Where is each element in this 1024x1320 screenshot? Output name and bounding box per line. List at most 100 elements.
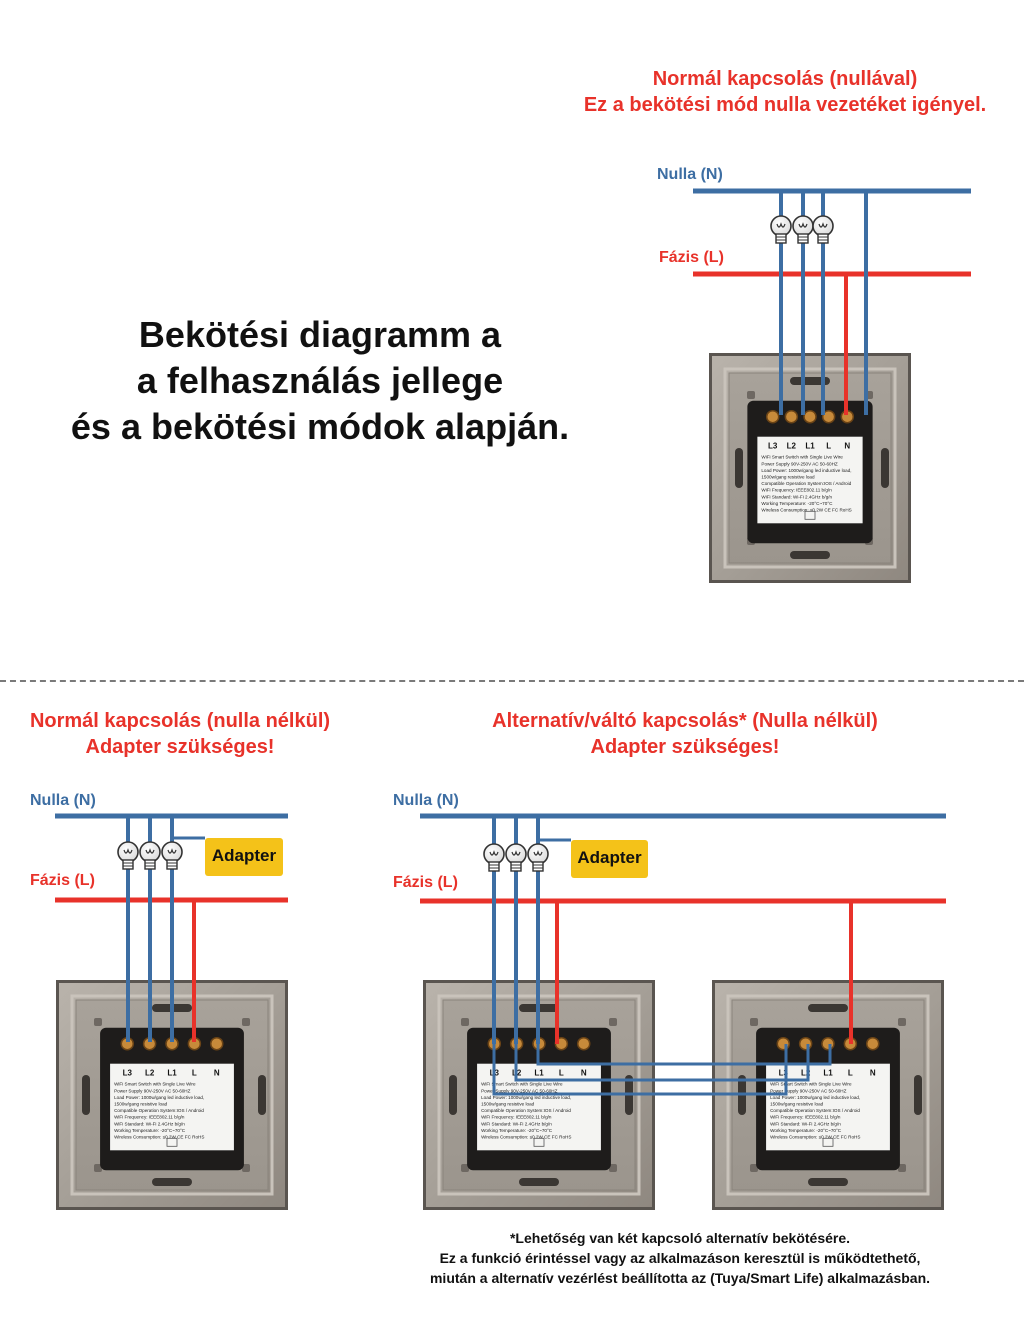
bulb-filament <box>798 222 808 228</box>
terminal-label: L <box>192 1069 197 1078</box>
corner-mark <box>94 1018 102 1026</box>
spec-text-line: Working Temperature: -20°C~70°C <box>761 501 833 506</box>
spec-text-line: 1500w/gang resistive load <box>761 475 815 480</box>
spec-text-line: WiFi Smart Switch with Single Live Wire <box>770 1082 852 1087</box>
terminal-label: L2 <box>145 1069 155 1078</box>
terminal-label: L <box>848 1069 853 1078</box>
screw-slot <box>735 448 743 488</box>
module-label <box>477 1063 601 1151</box>
bulbs-layer <box>117 215 834 872</box>
corner-mark <box>750 1164 758 1172</box>
spec-text-line: WiFi Standard: Wi-Fi 2.4GHz b/g/n <box>114 1121 185 1126</box>
corner-mark <box>898 1018 906 1026</box>
terminal-screw <box>803 409 817 424</box>
corner-mark <box>609 1164 617 1172</box>
screw-slot <box>914 1075 922 1115</box>
spec-text-line: Wireless Consumption: ≤0.2W CE FC RoHS <box>761 508 851 513</box>
terminal-screw <box>821 1036 835 1051</box>
wifi-icon <box>166 1137 178 1147</box>
top-neutral-label: Nulla (N) <box>657 166 723 183</box>
main-title: Bekötési diagramm a a felhasználás jelle… <box>20 312 620 450</box>
bulb-glass <box>527 843 549 865</box>
spec-text-line: WiFi Smart Switch with Single Live Wire <box>481 1082 563 1087</box>
bulb-filament <box>145 848 155 854</box>
bulb-base <box>144 859 156 870</box>
corner-mark <box>242 1164 250 1172</box>
spec-text-line: 1500w/gang resistive load <box>114 1102 168 1107</box>
bulb-filament <box>489 850 499 856</box>
terminal-screw <box>865 1036 880 1051</box>
terminal-label: L3 <box>779 1069 789 1078</box>
bottom-right-title: Alternatív/váltó kapcsolás* (Nulla nélkü… <box>440 708 930 760</box>
bottom-left-adapter: Adapter <box>205 838 283 876</box>
br-link-l3 <box>492 1044 788 1096</box>
wifi-icon <box>533 1137 545 1147</box>
screw-slot <box>808 1178 848 1186</box>
spec-text-line: Power Supply 90V-250V AC 50-60HZ <box>481 1088 558 1093</box>
corner-mark <box>898 1164 906 1172</box>
terminal-label: L2 <box>787 442 797 451</box>
spec-text-line: WiFi Frequency: IEEE802.11 b/g/n <box>114 1115 185 1120</box>
terminal-label: N <box>581 1069 587 1078</box>
screw-slot <box>808 1004 848 1012</box>
bulb-glass <box>117 841 139 863</box>
terminal-label: L1 <box>823 1069 833 1078</box>
bottom-left-phase-label: Fázis (L) <box>30 872 95 889</box>
corner-mark <box>750 1018 758 1026</box>
bulb-filament <box>533 850 543 856</box>
corner-mark <box>461 1164 469 1172</box>
main-title-line3: és a bekötési módok alapján. <box>70 406 570 447</box>
spec-text-line: Wireless Consumption: ≤0.2W CE FC RoHS <box>770 1135 860 1140</box>
spec-text-line: Wireless Consumption: ≤0.2W CE FC RoHS <box>481 1135 571 1140</box>
bottom-right-phase-label: Fázis (L) <box>393 874 458 891</box>
spec-text-line: WiFi Frequency: IEEE802.11 b/g/n <box>481 1115 552 1120</box>
terminal-label: L <box>826 442 831 451</box>
spec-text-line: WiFi Frequency: IEEE802.11 b/g/n <box>770 1115 841 1120</box>
spec-text-line: Compatible Operation System:IOS / Androi… <box>761 481 851 486</box>
bl-bulb <box>117 841 139 870</box>
corner-mark <box>609 1018 617 1026</box>
bulb-base <box>166 859 178 870</box>
footnote-line3: miután a alternatív vezérlést beállított… <box>429 1270 931 1286</box>
spec-text-line: WiFi Standard: Wi-Fi 2.4GHz b/g/n <box>481 1121 552 1126</box>
terminal-screw <box>798 1036 813 1051</box>
terminal-label: N <box>844 442 850 451</box>
spec-text-line: WiFi Smart Switch with Single Live Wire <box>114 1082 196 1087</box>
screw-slot <box>790 551 830 559</box>
terminal-label: L1 <box>534 1069 544 1078</box>
main-title-line2: a felhasználás jellege <box>136 360 504 401</box>
br-bulb <box>527 843 549 872</box>
corner-mark <box>747 391 755 399</box>
bottom-left-neutral-label: Nulla (N) <box>30 792 96 809</box>
footnote: *Lehetőség van két kapcsoló alternatív b… <box>380 1228 980 1288</box>
corner-mark <box>461 1018 469 1026</box>
bl-bulb <box>161 841 183 870</box>
section-divider <box>0 680 1024 682</box>
terminal-screw <box>821 409 836 424</box>
spec-text-line: Compatible Operation System:IOS / Androi… <box>770 1108 860 1113</box>
top-section-title: Normál kapcsolás (nullával) Ez a bekötés… <box>530 66 1024 118</box>
screw-slot <box>449 1075 457 1115</box>
wifi-icon <box>804 510 816 520</box>
bulb-filament <box>167 848 177 854</box>
bulb-filament <box>123 848 133 854</box>
bottom-right-title-line2: Adapter szükséges! <box>590 736 780 758</box>
main-title-line1: Bekötési diagramm a <box>138 314 502 355</box>
top-bulb <box>812 215 834 244</box>
bulb-base <box>797 233 809 244</box>
spec-text-line: Power Supply 90V-250V AC 50-60HZ <box>114 1088 191 1093</box>
corner-mark <box>242 1018 250 1026</box>
terminal-screw <box>576 1036 591 1051</box>
spec-text-line: WiFi Standard: Wi-Fi 2.4GHz b/g/n <box>770 1121 841 1126</box>
bulb-glass <box>812 215 834 237</box>
terminal-label: N <box>870 1069 876 1078</box>
spec-text-line: Load Power: 1000w/gang led inductive loa… <box>761 468 851 473</box>
spec-text-line: Wireless Consumption: ≤0.2W CE FC RoHS <box>114 1135 204 1140</box>
top-bulb <box>792 215 814 244</box>
screw-slot <box>881 448 889 488</box>
terminal-screw <box>784 409 799 424</box>
bulb-base <box>488 861 500 872</box>
terminal-label: L1 <box>167 1069 177 1078</box>
screw-slot <box>258 1075 266 1115</box>
